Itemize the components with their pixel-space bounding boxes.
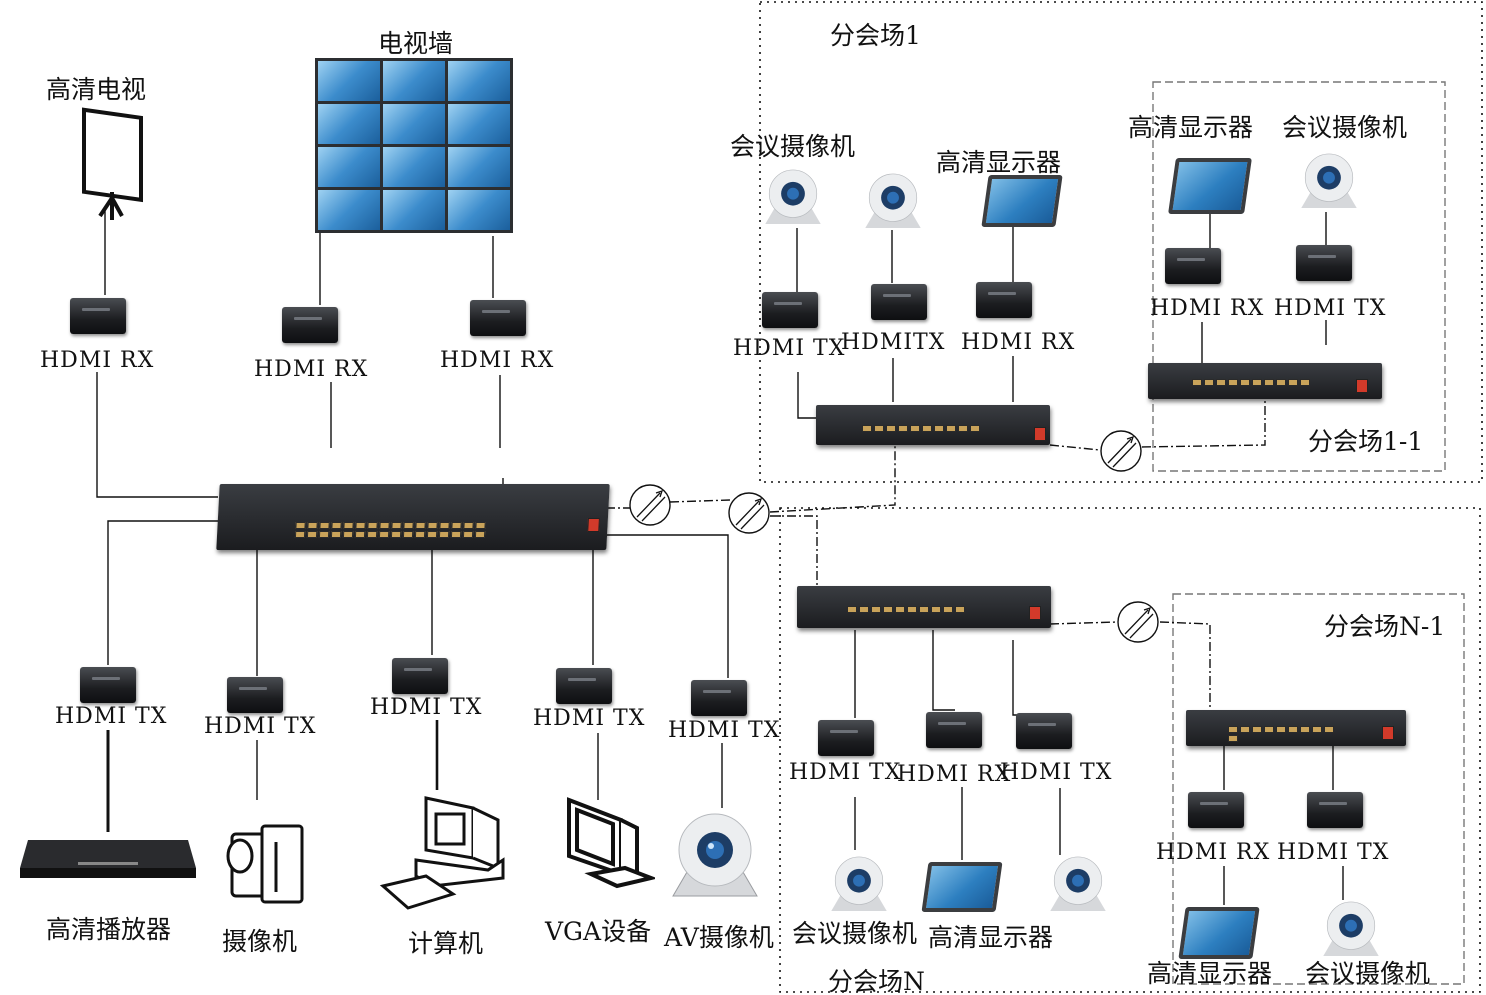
site1-title: 分会场1	[830, 21, 921, 50]
conference-camera-icon	[672, 813, 758, 897]
tv-wall-label: 电视墙	[378, 29, 454, 58]
network-switch-icon	[1186, 710, 1406, 746]
site1-camera-label: 会议摄像机	[730, 132, 856, 161]
hdmi-extender-icon	[1307, 792, 1363, 828]
siteN-region	[779, 507, 1481, 993]
computer-icon	[379, 796, 505, 910]
site1-tx-a: HDMI TX	[733, 336, 846, 361]
crt-monitor-icon	[567, 797, 655, 889]
siteN-camera-label: 会议摄像机	[792, 919, 918, 948]
site1-1-rx: HDMI RX	[1150, 296, 1265, 321]
network-switch-icon	[816, 405, 1050, 445]
siteN-1-title: 分会场N-1	[1324, 612, 1446, 641]
siteN-title: 分会场N	[828, 967, 925, 995]
tx1-label: HDMI TX	[55, 704, 168, 729]
site1-rx: HDMI RX	[961, 330, 1076, 355]
projector-screen-icon	[82, 107, 143, 220]
hdmi-extender-icon	[392, 658, 448, 694]
monitor-icon	[1178, 907, 1260, 959]
vga-label: VGA设备	[545, 917, 652, 946]
camcorder-label: 摄像机	[222, 927, 298, 956]
hdmi-extender-icon	[227, 677, 283, 713]
site1-1-camera-label: 会议摄像机	[1282, 113, 1408, 142]
monitor-icon	[981, 175, 1063, 227]
hdmi-extender-icon	[1296, 245, 1352, 281]
hdmi-extender-icon	[470, 300, 526, 336]
site1-tx-b: HDMITX	[841, 330, 946, 355]
hdmi-extender-icon	[871, 284, 927, 320]
conference-camera-icon	[831, 856, 887, 912]
network-switch-icon	[1148, 363, 1382, 399]
network-switch-icon	[216, 484, 610, 550]
siteN-1-camera-label: 会议摄像机	[1305, 959, 1431, 988]
network-switch-icon	[797, 586, 1051, 628]
video-wall-icon	[315, 58, 513, 233]
site1-display-label: 高清显示器	[936, 148, 1062, 177]
conference-camera-icon	[1323, 901, 1379, 957]
av-camera-label: AV摄像机	[664, 923, 774, 952]
site1-region	[759, 1, 1483, 483]
site1-1-title: 分会场1-1	[1308, 427, 1424, 456]
siteN-1-display-label: 高清显示器	[1147, 959, 1273, 988]
hdmi-extender-icon	[1165, 248, 1221, 284]
hdmi-extender-icon	[976, 282, 1032, 318]
conference-camera-icon	[1050, 856, 1106, 912]
rx2-label: HDMI RX	[254, 357, 369, 382]
monitor-icon	[1168, 158, 1252, 214]
media-player-icon	[20, 840, 196, 878]
siteN-1-tx: HDMI TX	[1277, 840, 1390, 865]
conference-camera-icon	[765, 169, 821, 225]
tx5-label: HDMI TX	[668, 718, 781, 743]
siteN-rx: HDMI RX	[897, 762, 1012, 787]
tx2-label: HDMI TX	[204, 714, 317, 739]
conference-camera-icon	[1301, 153, 1357, 209]
tv-label: 高清电视	[46, 75, 147, 104]
siteN-tx-a: HDMI TX	[789, 760, 902, 785]
pc-label: 计算机	[408, 929, 484, 958]
siteN-1-rx: HDMI RX	[1156, 840, 1271, 865]
siteN-display-label: 高清显示器	[928, 923, 1054, 952]
hdmi-extender-icon	[762, 292, 818, 328]
site1-1-display-label: 高清显示器	[1128, 113, 1254, 142]
siteN-1-region	[1172, 593, 1465, 985]
hdmi-extender-icon	[1188, 792, 1244, 828]
siteN-tx-b: HDMI TX	[1000, 760, 1113, 785]
hdmi-extender-icon	[1016, 713, 1072, 749]
monitor-icon	[921, 862, 1003, 912]
site1-1-region	[1152, 81, 1446, 472]
hdmi-extender-icon	[691, 680, 747, 716]
hdmi-extender-icon	[926, 712, 982, 748]
hdmi-extender-icon	[556, 668, 612, 704]
tx3-label: HDMI TX	[370, 695, 483, 720]
hdmi-extender-icon	[818, 720, 874, 756]
conference-camera-icon	[865, 173, 921, 229]
hdmi-extender-icon	[70, 298, 126, 334]
site1-1-tx: HDMI TX	[1274, 296, 1387, 321]
hdmi-extender-icon	[80, 667, 136, 703]
player-label: 高清播放器	[46, 915, 172, 944]
rx1-label: HDMI RX	[40, 348, 155, 373]
camcorder-icon	[226, 824, 304, 904]
tx4-label: HDMI TX	[533, 706, 646, 731]
hdmi-extender-icon	[282, 307, 338, 343]
rx3-label: HDMI RX	[440, 348, 555, 373]
